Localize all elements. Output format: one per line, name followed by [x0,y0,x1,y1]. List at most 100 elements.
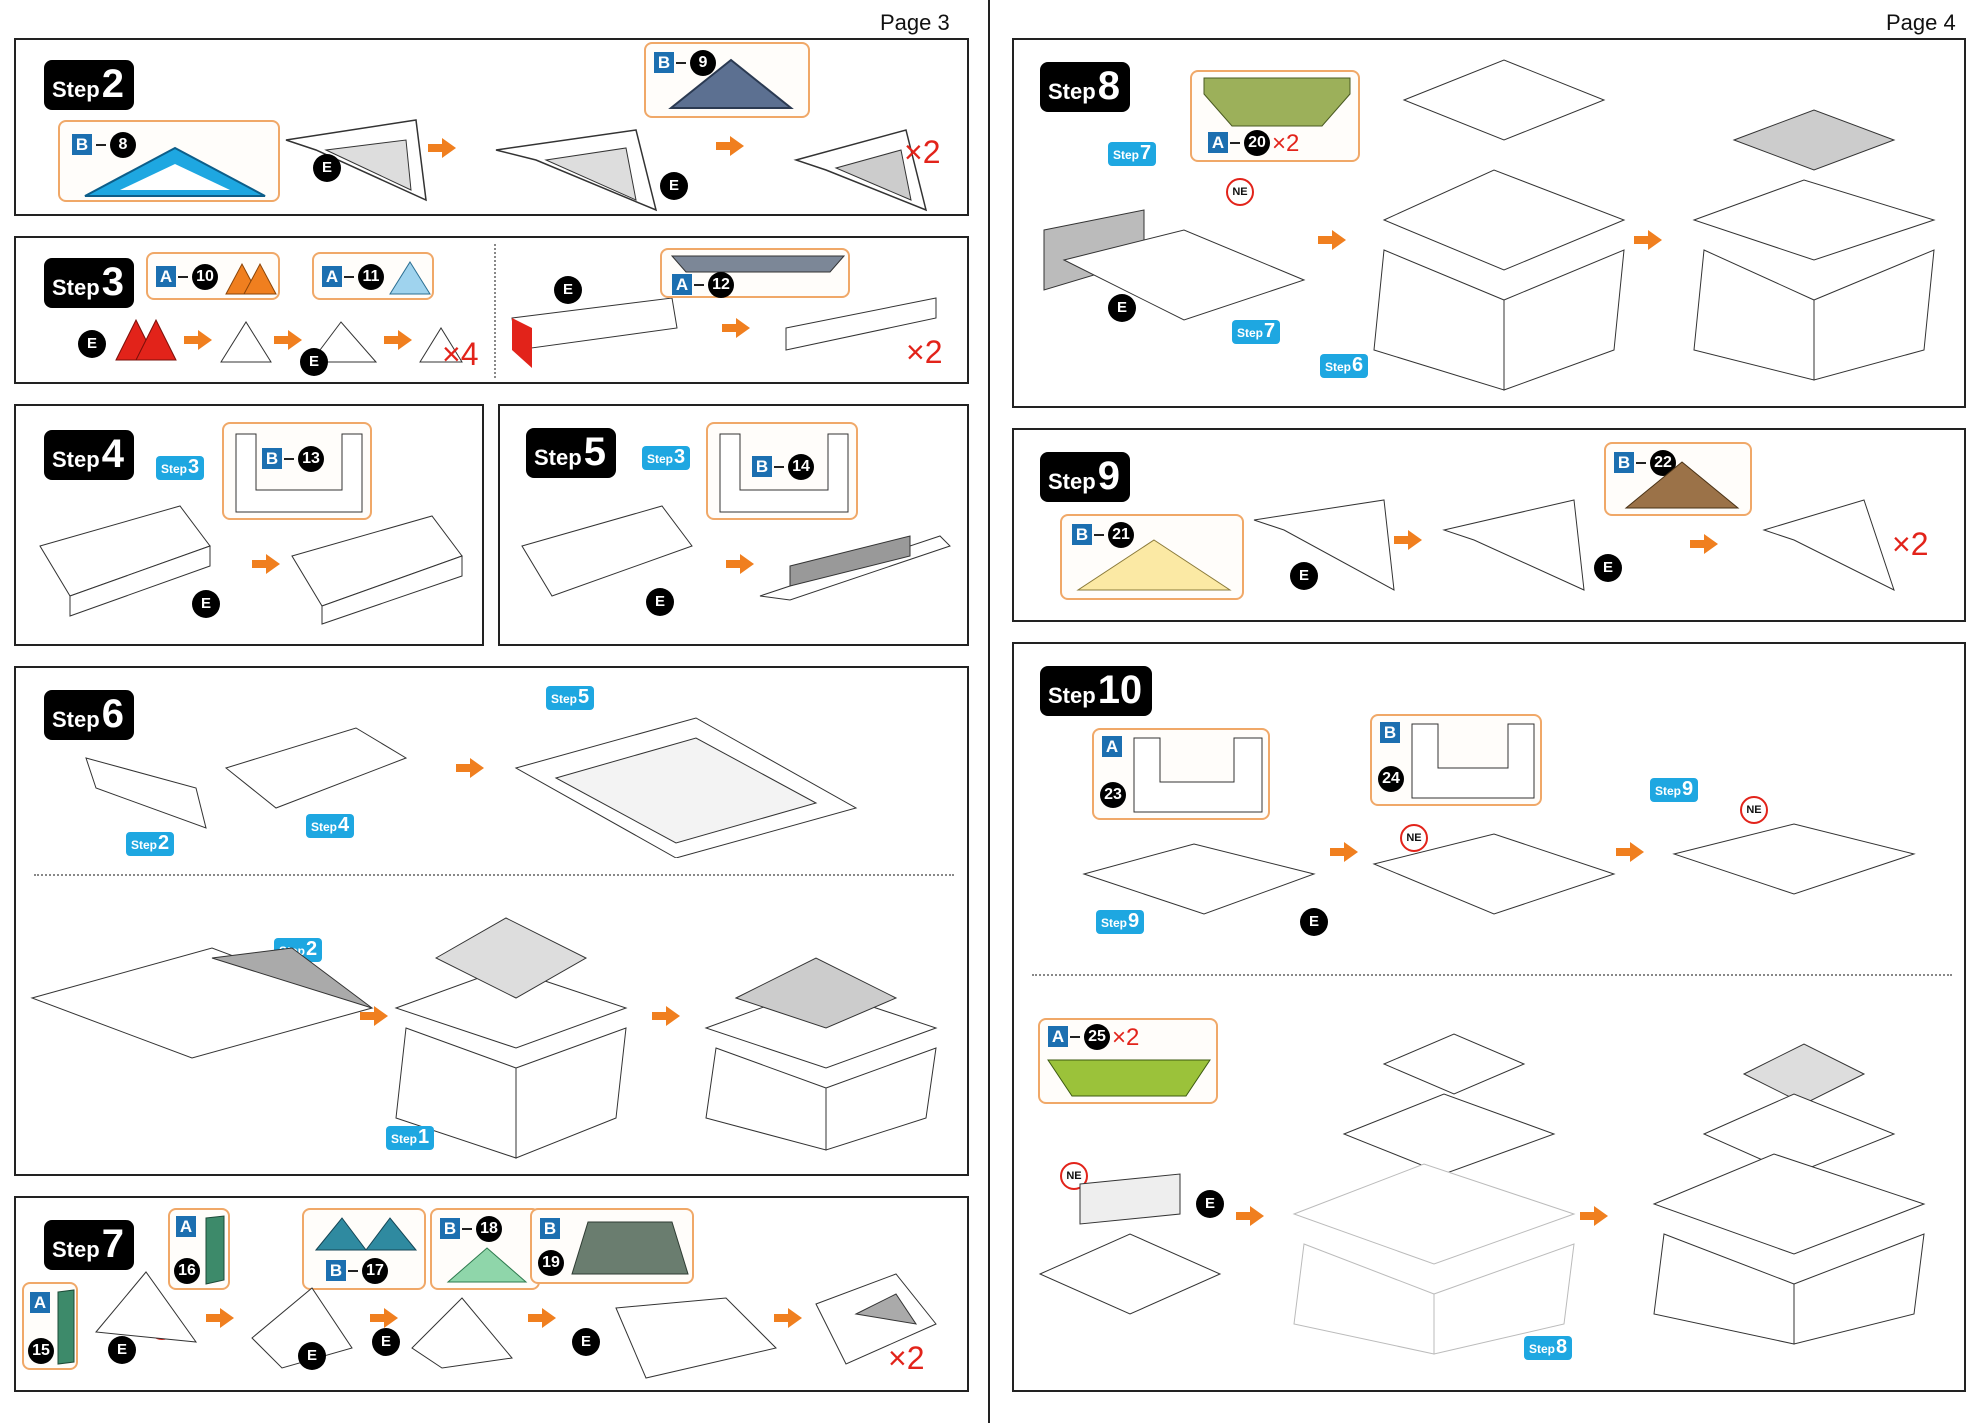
floor-drawing [30,947,374,1059]
roof-drawing [251,1287,353,1369]
gable-piece-mint [446,1247,528,1283]
finished-roof-drawing [815,1273,937,1365]
roof-piece-darkgreen [571,1221,689,1275]
gable-drawing [310,321,378,363]
part-callout-b9: B 9 [644,42,810,118]
gable-drawing-red [115,318,177,361]
e-badge: E [1196,1190,1224,1218]
wall-piece-green [205,1215,225,1285]
floor-piece-outline [719,433,849,513]
gable-piece-lightblue [389,261,431,295]
e-badge: E [108,1336,136,1364]
castle-stack-drawing [1373,59,1626,391]
finished-roof-drawing [793,129,928,212]
floor-piece-outline [235,433,363,513]
part-callout-b8: B 8 [58,120,280,202]
wall-assembly-drawing [511,297,678,368]
page-number-left: Page 3 [880,10,950,35]
e-badge: E [372,1328,400,1356]
step-number: 2 [101,62,124,106]
page-divider [988,0,990,1423]
quantity-multiplier: ×2 [906,334,943,370]
part-callout-b14: B 14 [706,422,858,520]
floor-assembly-drawing [521,505,693,597]
e-badge: E [313,154,341,182]
roof-assembly-drawing [285,119,427,202]
e-badge: E [1300,908,1328,936]
combined-floor-drawing [514,717,858,858]
part-callout-a11: A 11 [312,252,434,300]
e-badge: E [660,172,688,200]
part-callout-a23: A 23 [1092,728,1270,820]
quantity-multiplier: ×2 [1892,526,1929,562]
floor-assembly-drawing [759,535,951,601]
dotted-separator [1032,974,1952,976]
roof-piece-olive [1203,77,1351,127]
castle-stack-ghost-drawing [1292,1033,1576,1355]
part-callout-b18: B 18 [430,1208,540,1290]
gable-piece-orange [225,262,277,295]
dotted-separator [34,874,954,876]
floor-piece-outline [1133,737,1263,813]
part-callout-a20: A 20 ×2 [1190,70,1360,162]
wall-piece-green [57,1289,75,1365]
floor-piece-outline [1411,723,1535,799]
part-callout-a25: A 25 ×2 [1038,1018,1218,1104]
e-badge: E [554,276,582,304]
e-badge: E [572,1328,600,1356]
roof-piece-slate [668,58,794,109]
wall-assembly-drawing [785,297,937,351]
dotted-separator [494,244,496,378]
finished-castle-drawing [1652,1043,1926,1345]
part-callout-b13: B 13 [222,422,372,520]
roof-drawing [411,1297,513,1369]
step-word: Step [52,77,100,102]
floor-assembly-drawing [1372,833,1616,915]
top-floor-assembly-drawing [1038,1173,1222,1315]
part-callout-b22: B 22 [1604,442,1752,516]
e-badge: E [300,348,328,376]
e-badge: E [1290,562,1318,590]
floor-assembly-drawing [1082,843,1316,915]
quantity-multiplier: ×4 [442,336,479,372]
e-badge: E [78,330,106,358]
part-callout-a16: A 16 [168,1208,230,1290]
floor-assembly-drawing [291,515,463,625]
part-callout-a12: A 12 [660,248,850,298]
gable-piece-teal [314,1217,418,1251]
floor-drawing [224,727,408,809]
quantity-multiplier: ×2 [904,134,941,170]
part-callout-a10: A 10 [146,252,280,300]
part-callout-a15: A 15 [22,1282,78,1370]
page-number-right: Page 4 [1886,10,1956,35]
part-callout-b24: B 24 [1370,714,1542,806]
ne-badge: NE [1226,178,1254,206]
floor-assembly-drawing [39,505,211,617]
part-callout-b19: B 19 [530,1208,694,1284]
roof-piece-cream [1076,539,1232,591]
roof-assembly-drawing [1442,499,1585,591]
e-badge: E [646,588,674,616]
sheet-letter: B [72,134,92,155]
castle-assembled-drawing [1692,109,1936,381]
